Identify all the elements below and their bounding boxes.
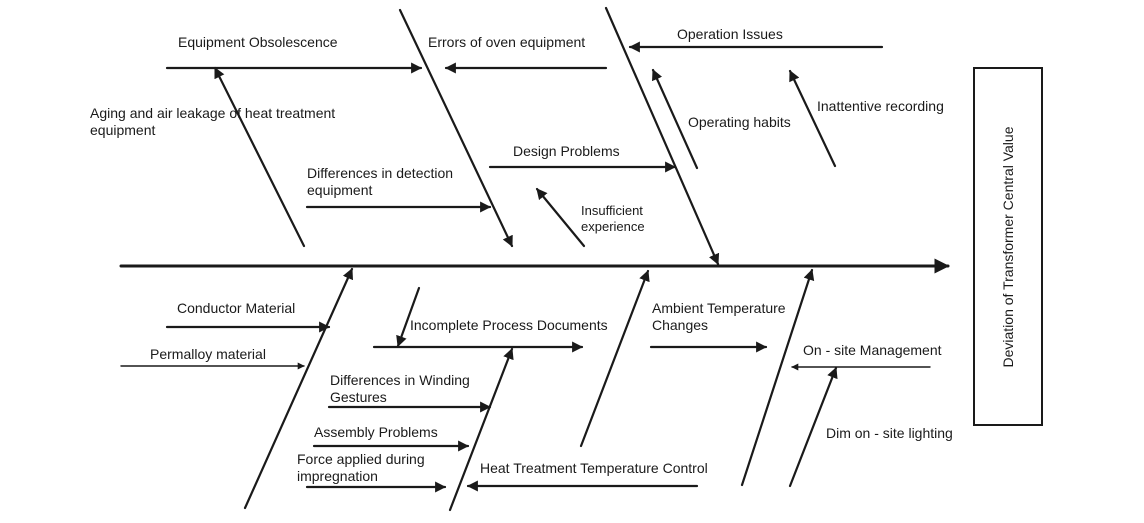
bone-operation: [604, 6, 720, 266]
label-inattentive-recording: Inattentive recording: [817, 98, 944, 114]
arrow-operating-habits: [651, 68, 699, 170]
label-operating-habits: Operating habits: [688, 114, 791, 130]
label-conductor-material: Conductor Material: [177, 300, 296, 316]
label-aging-leakage: Aging and air leakage of heat treatment …: [90, 105, 336, 138]
effect-label: Deviation of Transformer Central Value: [1000, 126, 1016, 367]
label-insufficient-experience: Insufficient experience: [581, 203, 645, 234]
label-differences-detection: Differences in detection equipment: [307, 165, 454, 198]
label-ambient-temperature: Ambient Temperature Changes: [652, 300, 786, 333]
label-operation-issues: Operation Issues: [677, 26, 783, 42]
label-errors-oven: Errors of oven equipment: [428, 34, 586, 50]
bone-process-docs: [579, 269, 650, 448]
arrow-insufficient: [535, 187, 586, 248]
arrow-inattentive: [788, 69, 837, 168]
arrow-aging: [213, 66, 306, 248]
bone-equipment: [398, 8, 514, 248]
label-onsite-management: On - site Management: [803, 342, 942, 358]
label-assembly-problems: Assembly Problems: [314, 424, 438, 440]
arrow-docs-tick: [396, 286, 421, 348]
label-design-problems: Design Problems: [513, 143, 620, 159]
label-equipment-obsolescence: Equipment Obsolescence: [178, 34, 338, 50]
arrow-dim-lighting: [788, 366, 838, 488]
effect-box: Deviation of Transformer Central Value: [973, 67, 1043, 426]
label-permalloy-material: Permalloy material: [150, 346, 266, 362]
label-heat-treatment-control: Heat Treatment Temperature Control: [480, 460, 708, 476]
label-incomplete-docs: Incomplete Process Documents: [410, 317, 608, 333]
label-winding-gestures: Differences in Winding Gestures: [330, 372, 470, 405]
bone-process: [448, 347, 514, 512]
bone-materials: [243, 267, 354, 510]
bone-environment: [740, 268, 815, 487]
label-force-impregnation: Force applied during impregnation: [297, 451, 425, 484]
label-dim-lighting: Dim on - site lighting: [826, 425, 953, 441]
